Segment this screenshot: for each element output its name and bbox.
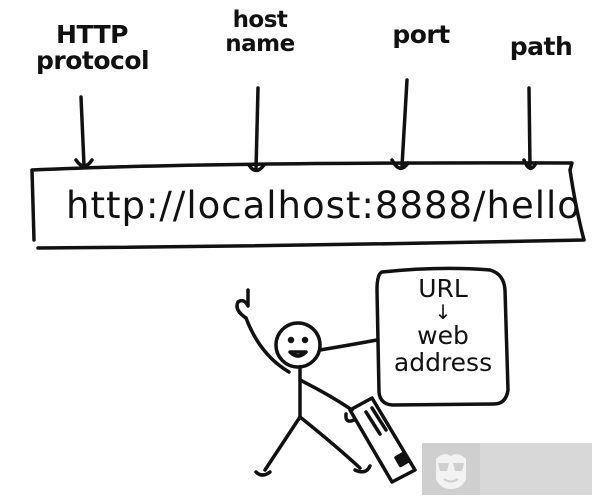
suitcase-icon — [344, 396, 417, 484]
label-port: port — [392, 20, 450, 49]
down-arrow-icon: ↓ — [434, 300, 452, 325]
bubble-web-label: web — [417, 321, 469, 351]
speech-bubble-text: URL ↓ web address — [380, 274, 506, 377]
label-host-name: host name — [225, 7, 295, 58]
arrow-path-icon — [522, 86, 538, 170]
url-text: http://localhost:8888/hello — [66, 184, 581, 227]
arm-to-bubble-icon — [318, 338, 379, 352]
label-path: path — [509, 32, 573, 61]
url-box-outline — [30, 161, 586, 250]
watermark-logo-area — [422, 443, 480, 495]
bubble-url-label: URL — [418, 274, 468, 303]
sunglasses-face-logo-icon — [436, 454, 466, 489]
speech-bubble-outline — [375, 266, 510, 407]
head-icon — [274, 321, 322, 369]
watermark — [422, 443, 592, 495]
arrow-protocol-icon — [74, 95, 94, 168]
raised-arm-icon — [244, 316, 291, 374]
label-http-protocol: HTTP protocol — [36, 20, 150, 76]
arrow-port-icon — [390, 78, 410, 170]
arrow-host-icon — [247, 86, 266, 173]
bubble-address-label: address — [393, 347, 493, 377]
